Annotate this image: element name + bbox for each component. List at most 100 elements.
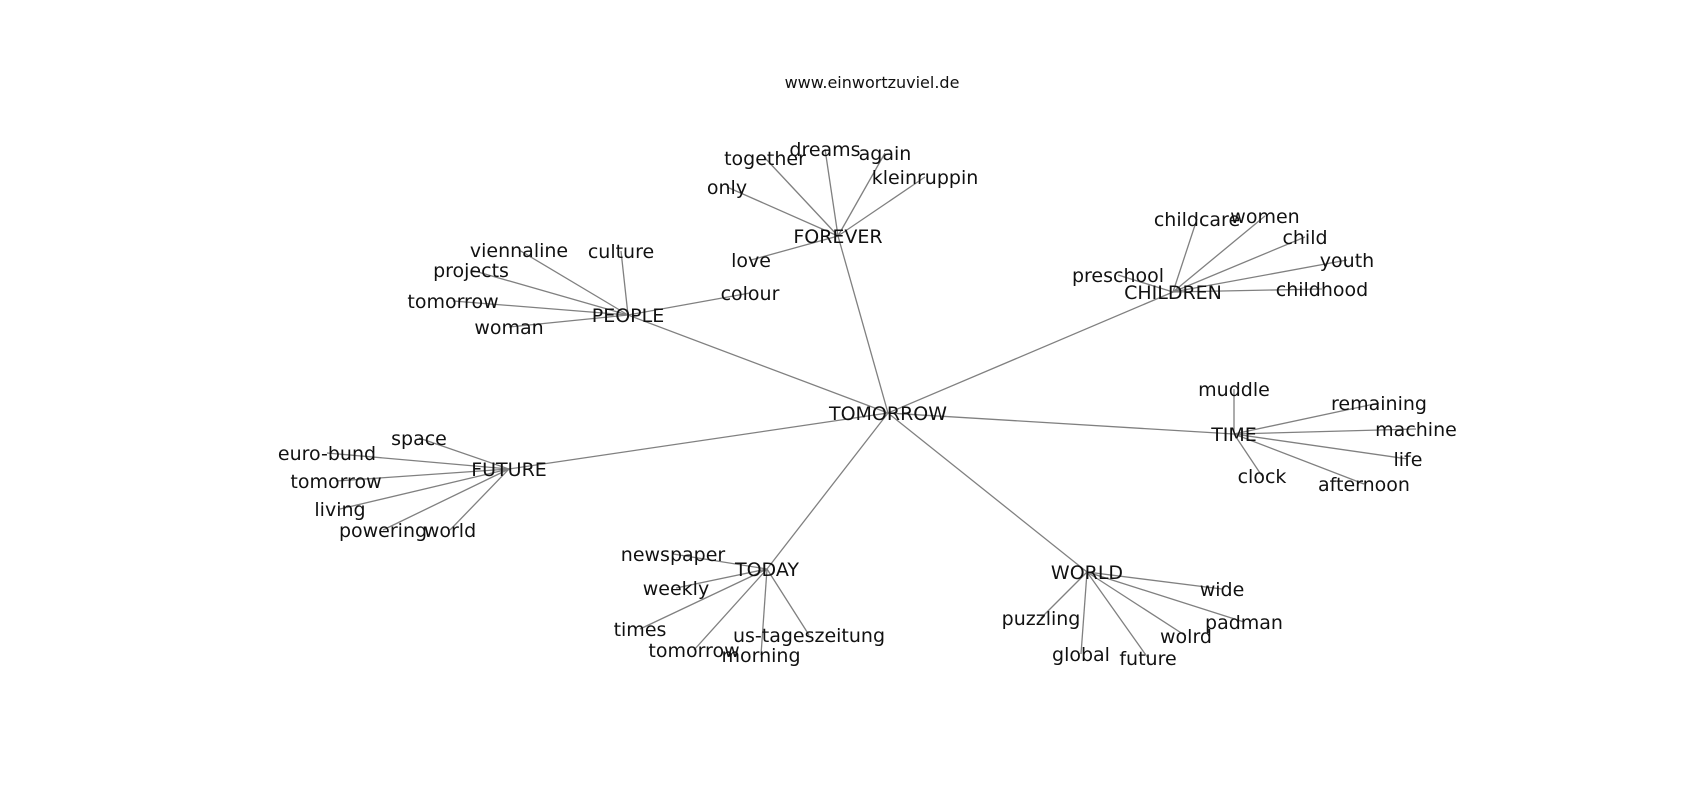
node-labels: TOMORROW FOREVER togetherdreamsagainkleinr… xyxy=(278,139,1457,670)
edge-people-5 xyxy=(627,292,751,316)
edge-today-2 xyxy=(639,568,768,630)
edge-root-future xyxy=(508,412,889,470)
leaf-node-children-4: preschool xyxy=(1072,265,1164,287)
leaf-node-world-5: puzzling xyxy=(1002,608,1081,630)
edge-future-3 xyxy=(339,468,510,510)
root-node-label: TOMORROW xyxy=(828,403,947,425)
leaf-node-children-3: youth xyxy=(1320,250,1374,272)
hub-node-time: TIME xyxy=(1210,424,1257,446)
edge-world-4 xyxy=(1080,571,1088,655)
leaf-node-people-5: colour xyxy=(721,283,780,305)
edge-root-today xyxy=(766,412,889,570)
edge-root-time xyxy=(887,412,1235,435)
edge-people-0 xyxy=(518,249,629,316)
edges xyxy=(326,148,1417,659)
edge-children-2 xyxy=(1172,236,1306,293)
edge-forever-5 xyxy=(750,235,839,261)
edge-children-4 xyxy=(1117,274,1174,293)
edge-today-4 xyxy=(760,568,768,656)
edge-forever-1 xyxy=(824,148,839,237)
edge-today-3 xyxy=(693,568,768,651)
edge-forever-3 xyxy=(837,176,926,237)
hub-node-children: CHILDREN xyxy=(1124,282,1222,304)
leaf-node-future-0: space xyxy=(391,428,447,450)
edge-future-0 xyxy=(418,437,510,470)
site-title: www.einwortzuviel.de xyxy=(785,73,960,92)
edge-children-0 xyxy=(1172,218,1198,293)
leaf-node-today-4: morning xyxy=(721,645,800,667)
leaf-node-future-3: living xyxy=(314,499,365,521)
leaf-node-time-1: remaining xyxy=(1331,393,1427,415)
hub-node-forever: FOREVER xyxy=(793,226,882,248)
hub-node-today: TODAY xyxy=(734,559,799,581)
leaf-node-world-3: future xyxy=(1119,648,1176,670)
edge-forever-4 xyxy=(726,186,839,237)
leaf-node-today-3: tomorrow xyxy=(648,640,739,662)
leaf-node-people-4: woman xyxy=(474,317,543,339)
leaf-node-children-5: childhood xyxy=(1276,279,1368,301)
leaf-node-children-1: women xyxy=(1230,206,1299,228)
leaf-node-time-5: afternoon xyxy=(1318,474,1410,496)
edge-future-5 xyxy=(449,468,510,531)
edge-people-2 xyxy=(470,269,629,316)
leaf-node-people-3: tomorrow xyxy=(407,291,498,313)
edge-future-2 xyxy=(335,468,510,482)
leaf-node-today-5: us-tageszeitung xyxy=(733,625,885,647)
leaf-node-today-1: weekly xyxy=(643,578,709,600)
leaf-node-people-1: culture xyxy=(588,241,654,263)
leaf-node-time-0: muddle xyxy=(1198,379,1270,401)
leaf-node-world-2: wolrd xyxy=(1160,626,1212,648)
edge-root-children xyxy=(887,291,1174,414)
leaf-node-time-4: clock xyxy=(1238,466,1287,488)
edge-root-people xyxy=(627,314,889,414)
leaf-node-future-1: euro-bund xyxy=(278,443,376,465)
edge-people-1 xyxy=(620,250,629,316)
edge-world-3 xyxy=(1086,571,1149,659)
edge-time-1 xyxy=(1233,402,1380,435)
edge-future-4 xyxy=(382,468,510,531)
edge-children-1 xyxy=(1172,215,1266,293)
leaf-node-today-2: times xyxy=(614,619,667,641)
leaf-node-future-2: tomorrow xyxy=(290,471,381,493)
edge-people-4 xyxy=(508,314,629,328)
hub-node-future: FUTURE xyxy=(471,459,547,481)
leaf-node-forever-3: kleinruppin xyxy=(872,167,979,189)
edge-future-1 xyxy=(326,452,510,470)
leaf-node-children-0: childcare xyxy=(1154,209,1240,231)
edge-today-0 xyxy=(672,553,768,570)
edge-people-3 xyxy=(452,300,629,316)
leaf-node-world-0: wide xyxy=(1200,579,1245,601)
leaf-node-today-0: newspaper xyxy=(621,544,726,566)
leaf-node-time-2: machine xyxy=(1375,419,1457,441)
leaf-node-world-1: padman xyxy=(1205,612,1283,634)
hub-node-world: WORLD xyxy=(1051,562,1123,584)
edge-time-2 xyxy=(1233,428,1417,435)
edge-root-forever xyxy=(837,235,889,414)
edge-children-5 xyxy=(1172,288,1323,293)
leaf-node-forever-5: love xyxy=(731,250,771,272)
edge-world-2 xyxy=(1086,571,1187,637)
hub-node-people: PEOPLE xyxy=(592,305,664,327)
leaf-node-forever-1: dreams xyxy=(789,139,860,161)
edge-forever-0 xyxy=(764,157,839,237)
edge-today-5 xyxy=(766,568,810,636)
leaf-node-people-0: viennaline xyxy=(470,240,568,262)
edge-world-1 xyxy=(1086,571,1245,623)
edge-children-3 xyxy=(1172,259,1348,293)
leaf-node-future-4: powering xyxy=(339,520,427,542)
leaf-node-future-5: world xyxy=(424,520,476,542)
leaf-node-forever-0: together xyxy=(724,148,806,170)
leaf-node-forever-2: again xyxy=(859,143,912,165)
leaf-node-people-2: projects xyxy=(433,260,509,282)
edge-time-4 xyxy=(1233,433,1263,477)
edge-time-3 xyxy=(1233,433,1409,460)
edge-root-world xyxy=(887,412,1088,573)
edge-world-5 xyxy=(1040,571,1088,619)
leaf-node-children-2: child xyxy=(1282,227,1327,249)
leaf-node-forever-4: only xyxy=(707,177,747,199)
edge-today-1 xyxy=(675,568,768,589)
edge-world-0 xyxy=(1086,571,1223,590)
edge-time-5 xyxy=(1233,433,1365,485)
leaf-node-world-4: global xyxy=(1052,644,1110,666)
